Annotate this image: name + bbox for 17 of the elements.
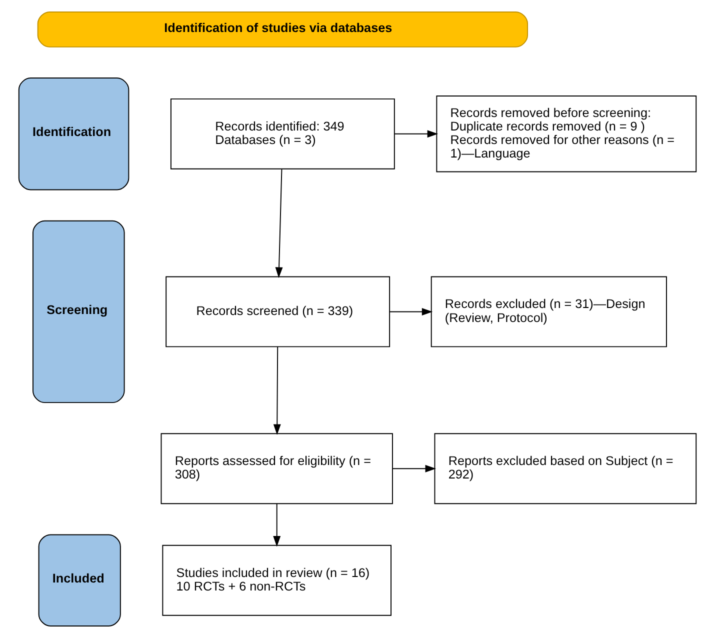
- node-box: Reports excluded based on Subject (n = 292): [434, 433, 697, 504]
- node-box: Included: [38, 534, 121, 627]
- arrow: [273, 346, 281, 435]
- node-box: Studies included in review (n = 16) 10 RCTs + 6 non-RCTs: [162, 544, 392, 616]
- node-box: Identification of studies via databases: [37, 11, 528, 48]
- node-box: Reports assessed for eligibility (n = 308): [160, 433, 393, 504]
- arrow: [275, 168, 283, 278]
- node-box: Records excluded (n = 31)—Design (Review, Protocol): [430, 276, 667, 348]
- node-box: Identification: [18, 78, 130, 190]
- arrow: [389, 308, 433, 316]
- arrow: [394, 130, 438, 138]
- node-box: Screening: [32, 220, 125, 404]
- node-box: Records screened (n = 339): [166, 276, 390, 348]
- arrow: [392, 464, 436, 472]
- arrow: [273, 503, 281, 547]
- node-box: Records identified: 349 Databases (n = 3): [170, 98, 395, 170]
- node-box: Records removed before screening: Duplicate records removed (n = 9 ) Records removed for other reasons (n = 1)—Language: [436, 96, 697, 172]
